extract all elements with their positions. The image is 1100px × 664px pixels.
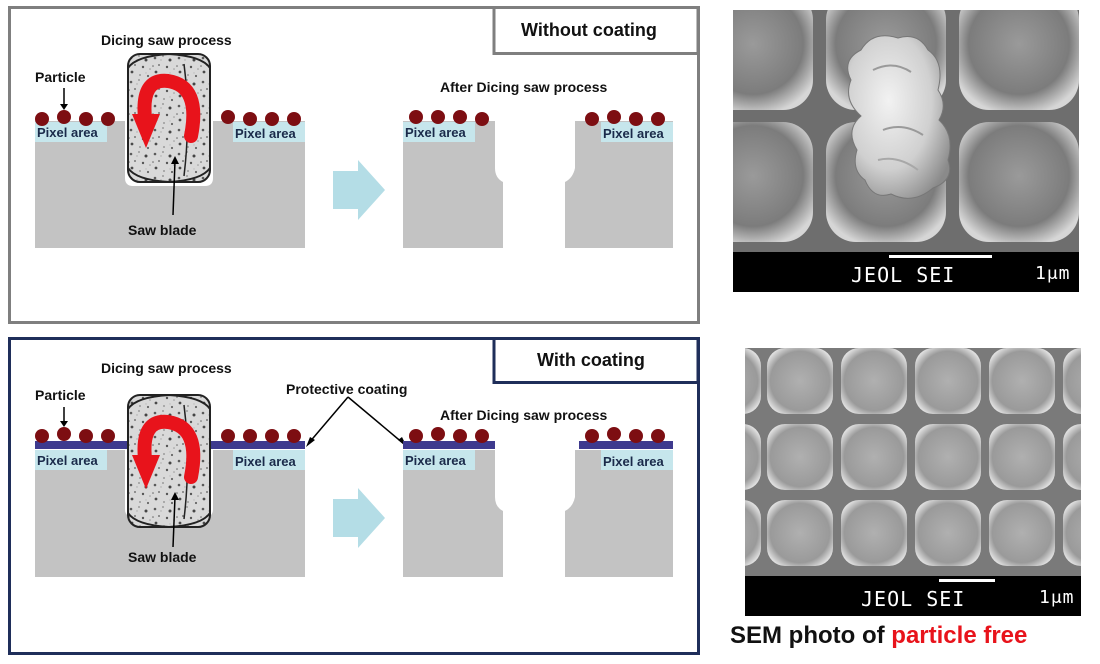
scale-bar bbox=[889, 255, 992, 258]
panel-tag: With coating bbox=[537, 350, 645, 370]
coating-pointer-head bbox=[306, 437, 315, 447]
pixel-area-box bbox=[403, 450, 475, 470]
protective-coating bbox=[211, 441, 305, 449]
particles bbox=[409, 110, 489, 126]
process-label: Dicing saw process bbox=[101, 32, 232, 48]
tag-box bbox=[492, 337, 700, 384]
protective-coating bbox=[35, 441, 127, 449]
pixel-area-box bbox=[35, 450, 107, 470]
pixel-area-label: Pixel area bbox=[405, 453, 466, 468]
pixel-area-label: Pixel area bbox=[603, 454, 664, 469]
panel-tag: Without coating bbox=[521, 20, 657, 40]
contaminant-particle bbox=[847, 35, 951, 199]
diced-chip-left bbox=[403, 121, 503, 248]
caption-highlight: particle free bbox=[891, 622, 1028, 649]
sem-instrument: JEOL SEI bbox=[861, 587, 966, 611]
blade-label: Saw blade bbox=[128, 222, 197, 238]
coating-pointer bbox=[307, 396, 349, 445]
process-arrow bbox=[333, 160, 385, 220]
pixel-area-box bbox=[233, 450, 305, 470]
sem-info-bar bbox=[733, 252, 1079, 292]
blade-pointer bbox=[172, 496, 176, 548]
pixel-area-box bbox=[403, 122, 475, 142]
sem-scale-label: 1μm bbox=[1039, 587, 1075, 608]
rotation-arrow bbox=[132, 73, 201, 148]
pixel-area-label: Pixel area bbox=[235, 126, 296, 141]
diced-chip-right bbox=[565, 121, 673, 248]
pixel-area-label: Pixel area bbox=[603, 126, 664, 141]
pixel-area-box bbox=[233, 122, 305, 142]
sem-image bbox=[733, 10, 1079, 252]
substrate bbox=[35, 450, 305, 577]
scale-bar bbox=[939, 579, 995, 582]
pixel-area-label: Pixel area bbox=[37, 125, 98, 140]
blade-pointer bbox=[172, 160, 176, 216]
diced-chip-right bbox=[565, 450, 673, 577]
particles bbox=[35, 110, 301, 126]
particle-pointer-head bbox=[60, 104, 68, 110]
particle-label: Particle bbox=[35, 69, 86, 85]
blade-pointer-head bbox=[171, 492, 179, 500]
sem-scale-label: 1μm bbox=[1035, 263, 1071, 284]
with-coating-panel: With coating Dicing saw process Protecti… bbox=[8, 337, 700, 655]
particles bbox=[409, 427, 489, 443]
pixel-area-label: Pixel area bbox=[37, 453, 98, 468]
sem-info-bar bbox=[745, 576, 1081, 616]
coating-pointer bbox=[347, 396, 405, 445]
rotation-arrow bbox=[132, 414, 201, 489]
sem-caption: SEM photo of particle free bbox=[730, 622, 1027, 650]
particle-pointer-head bbox=[60, 421, 68, 427]
sem-image bbox=[745, 348, 1081, 578]
coating-label: Protective coating bbox=[286, 381, 408, 397]
pixel-area-box bbox=[601, 450, 673, 470]
without-coating-panel: Without coating Dicing saw process After… bbox=[8, 6, 700, 324]
sem-instrument: JEOL SEI bbox=[851, 263, 956, 287]
pixel-area-label: Pixel area bbox=[235, 454, 296, 469]
particles bbox=[35, 427, 301, 443]
caption-prefix: SEM photo of bbox=[730, 622, 892, 649]
substrate bbox=[35, 121, 305, 248]
blade-label: Saw blade bbox=[128, 549, 197, 565]
protective-coating bbox=[403, 441, 495, 449]
tag-box bbox=[492, 6, 700, 55]
particle-label: Particle bbox=[35, 387, 86, 403]
with-coating-diagram bbox=[8, 337, 700, 655]
process-arrow bbox=[333, 488, 385, 548]
particles bbox=[585, 110, 665, 126]
sem-photo-with-particle: JEOL SEI 1μm bbox=[733, 10, 1079, 292]
blade-pointer-head bbox=[171, 156, 179, 164]
without-coating-diagram bbox=[8, 6, 700, 324]
particles bbox=[585, 427, 665, 443]
protective-coating bbox=[579, 441, 673, 449]
pixel-area-box bbox=[35, 122, 107, 142]
after-label: After Dicing saw process bbox=[440, 407, 608, 423]
pixel-domes bbox=[745, 348, 1081, 566]
pixel-area-label: Pixel area bbox=[405, 125, 466, 140]
after-label: After Dicing saw process bbox=[440, 79, 608, 95]
pixel-area-box bbox=[601, 122, 673, 142]
diced-chip-left bbox=[403, 450, 503, 577]
process-label: Dicing saw process bbox=[101, 360, 232, 376]
sem-photo-particle-free: JEOL SEI 1μm bbox=[745, 348, 1081, 616]
